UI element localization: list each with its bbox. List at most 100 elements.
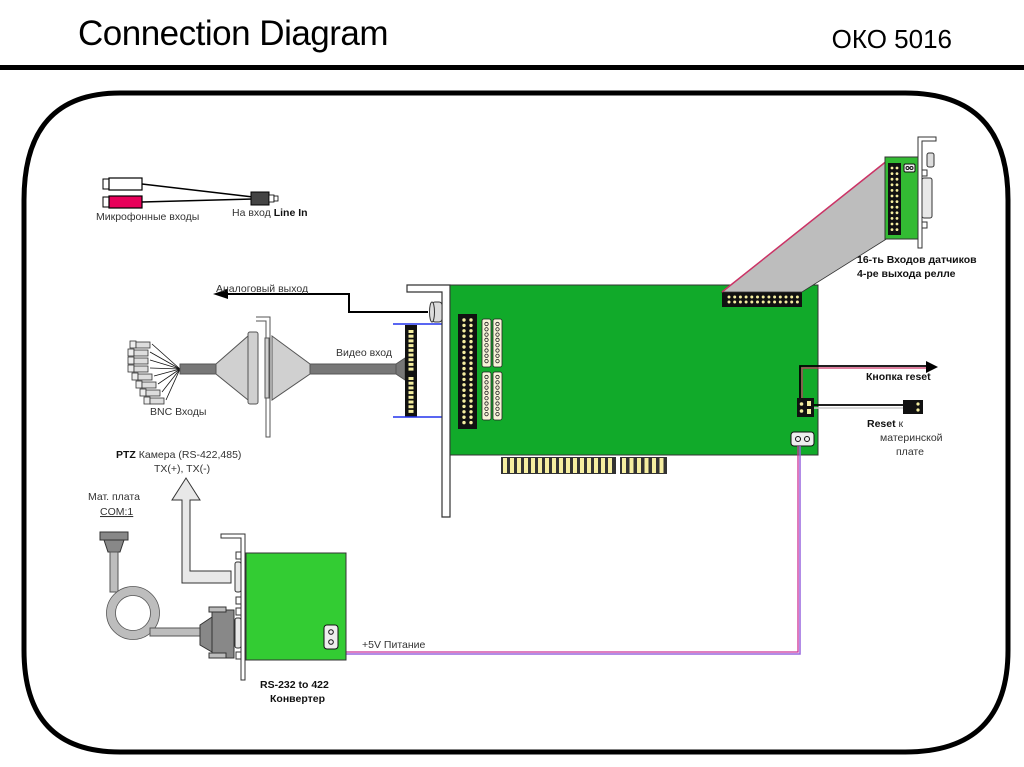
header-pin xyxy=(462,399,466,403)
header-pin xyxy=(469,323,473,328)
header-pin xyxy=(462,388,466,392)
converter-board xyxy=(220,533,347,681)
bnc-wire xyxy=(149,351,181,370)
jumper-pin xyxy=(484,385,489,390)
header-pin xyxy=(469,377,473,382)
jumper-block xyxy=(481,371,492,421)
jumper-pin xyxy=(484,348,489,353)
plug-pin xyxy=(408,400,414,404)
jumper-pin xyxy=(495,401,500,406)
arrow-right-icon xyxy=(926,361,938,373)
jumper-pin xyxy=(484,327,489,332)
header-pin xyxy=(890,217,894,220)
header-pin xyxy=(895,194,899,198)
header-pin xyxy=(895,183,899,187)
bnc-wire xyxy=(157,368,181,385)
header-pin xyxy=(895,189,899,192)
mic-cable xyxy=(102,177,279,209)
header-pin xyxy=(784,295,788,299)
jumper-pin xyxy=(484,358,489,364)
line-in-jack xyxy=(250,191,270,206)
jumper-pin xyxy=(495,348,500,353)
header-pin xyxy=(469,404,473,409)
model-name: ОКО 5016 xyxy=(831,24,952,54)
header-pin xyxy=(462,377,466,382)
mic-inputs-label: Микрофонные входы xyxy=(96,211,199,223)
edge-pin xyxy=(559,458,563,473)
header-pin xyxy=(462,323,466,328)
video-header xyxy=(458,314,477,429)
plug-pin xyxy=(408,391,414,395)
jumper-pin xyxy=(484,401,489,406)
bnc-wire xyxy=(153,368,181,377)
header-pin xyxy=(469,383,473,387)
header-pin xyxy=(469,399,473,403)
converter-bracket xyxy=(220,533,246,681)
converter-label-line2: Конвертер xyxy=(270,693,325,705)
jumper-block xyxy=(481,318,492,368)
header-pin xyxy=(750,300,754,304)
plug-pin xyxy=(408,362,414,366)
bnc-connector xyxy=(127,364,135,373)
header-pin xyxy=(462,350,466,355)
reset-wiring xyxy=(799,361,938,414)
serial-cable xyxy=(99,531,235,659)
cable-coil xyxy=(106,586,160,640)
header-pin xyxy=(469,345,473,349)
header-pin xyxy=(727,295,731,299)
header-pin xyxy=(895,172,899,176)
header-pin xyxy=(890,194,894,198)
header-pin xyxy=(784,300,788,304)
edge-pin xyxy=(545,458,549,473)
header-pin xyxy=(469,388,473,392)
bnc-connector xyxy=(131,372,139,381)
jumper-pin xyxy=(484,353,489,358)
header-pin xyxy=(890,189,894,192)
edge-pin xyxy=(573,458,577,473)
edge-pin xyxy=(644,458,649,473)
bnc-connectors xyxy=(127,340,181,405)
header-pin xyxy=(895,200,899,204)
title-underline xyxy=(0,65,1024,70)
header-pin xyxy=(469,350,473,355)
jumper-pin xyxy=(484,406,489,411)
jumper-pin xyxy=(495,411,500,417)
page-title: Connection Diagram xyxy=(78,14,389,53)
header-pin xyxy=(469,410,473,414)
plug-pin xyxy=(408,330,414,333)
edge-pin xyxy=(510,458,514,473)
header-pin xyxy=(890,177,894,181)
header-pin xyxy=(462,366,466,371)
header-pin xyxy=(469,339,473,344)
plug-pin xyxy=(408,334,414,338)
edge-pin xyxy=(601,458,605,473)
edge-pin xyxy=(580,458,584,473)
header-pin xyxy=(778,300,782,304)
bnc-connector xyxy=(127,348,135,357)
header-pin xyxy=(738,295,742,299)
header-pin xyxy=(795,295,799,299)
header-pin xyxy=(462,420,466,425)
header-pin xyxy=(462,318,466,322)
video-cable xyxy=(179,316,417,438)
header-pin xyxy=(727,300,731,304)
header-pin xyxy=(462,356,466,360)
power-connector xyxy=(790,431,815,447)
bnc-connector xyxy=(129,340,137,349)
header-pin xyxy=(756,300,759,304)
reset-mb-label-line1: Reset к xyxy=(867,418,904,430)
jumper-pin xyxy=(495,337,500,342)
bnc-connector xyxy=(127,356,135,365)
plug-pin xyxy=(408,348,414,352)
jumper-pin xyxy=(495,343,500,348)
line-in-label: На вход Line In xyxy=(232,207,308,219)
plug-pin xyxy=(408,409,414,413)
header-pin xyxy=(469,393,473,398)
reset-mb-plug xyxy=(903,400,923,414)
edge-pin xyxy=(608,458,612,473)
plug-pin xyxy=(408,377,414,380)
header-pin xyxy=(469,366,473,371)
header-pin xyxy=(895,205,899,209)
header-pin xyxy=(890,200,894,204)
header-pin xyxy=(890,228,894,232)
